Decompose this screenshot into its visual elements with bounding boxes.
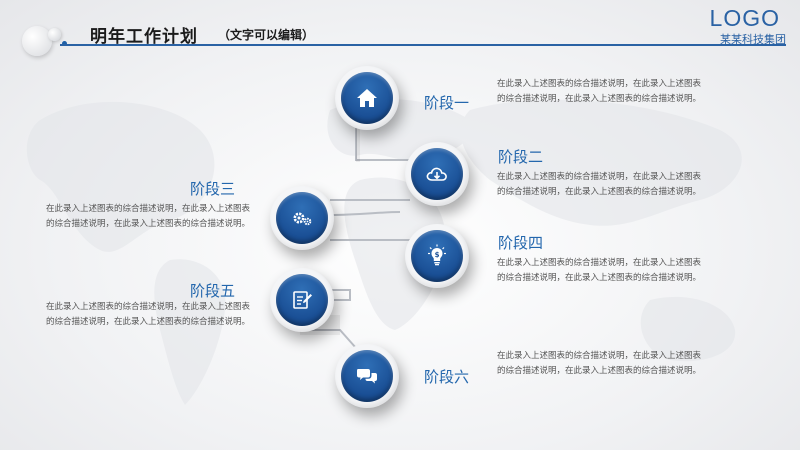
home-icon: [357, 89, 377, 107]
lightbulb-dollar-icon: $: [428, 244, 446, 266]
page-title: 明年工作计划: [90, 27, 198, 47]
stage-4-description: 在此录入上述图表的综合描述说明，在此录入上述图表的综合描述说明，在此录入上述图表…: [497, 258, 702, 283]
stage-2-node: [405, 142, 469, 206]
stage-6-node: [335, 344, 399, 408]
decorative-circle: [22, 26, 52, 56]
stage-2-label: 阶段二: [498, 148, 544, 166]
decorative-dot: [62, 41, 67, 46]
stage-4-node: $: [405, 224, 469, 288]
stage-5-description: 在此录入上述图表的综合描述说明，在此录入上述图表的综合描述说明，在此录入上述图表…: [45, 302, 250, 327]
stage-5-label: 阶段五: [190, 282, 236, 300]
stage-5-node: [270, 268, 334, 332]
chat-bubbles-icon: [357, 369, 377, 384]
edit-document-icon: [293, 291, 312, 309]
page-subtitle: （文字可以编辑）: [218, 28, 315, 42]
stage-4-label: 阶段四: [498, 234, 544, 252]
gears-icon: [293, 212, 312, 226]
stage-3-description: 在此录入上述图表的综合描述说明，在此录入上述图表的综合描述说明，在此录入上述图表…: [45, 204, 250, 229]
decorative-circle-small: [48, 28, 61, 41]
stage-3-node: [270, 186, 334, 250]
logo: LOGO: [709, 5, 780, 31]
stage-1-label: 阶段一: [424, 94, 470, 112]
header-divider: [60, 44, 786, 46]
stage-1-description: 在此录入上述图表的综合描述说明，在此录入上述图表的综合描述说明，在此录入上述图表…: [497, 79, 702, 104]
stage-1-node: [335, 66, 399, 130]
cloud-download-icon: [426, 167, 447, 181]
stage-2-description: 在此录入上述图表的综合描述说明，在此录入上述图表的综合描述说明，在此录入上述图表…: [497, 172, 702, 197]
stage-6-label: 阶段六: [424, 368, 470, 386]
svg-text:$: $: [435, 251, 440, 259]
stage-6-description: 在此录入上述图表的综合描述说明，在此录入上述图表的综合描述说明，在此录入上述图表…: [497, 351, 702, 376]
stage-3-label: 阶段三: [190, 180, 236, 198]
world-map-background: [26, 99, 742, 405]
company-name: 某某科技集团: [720, 33, 786, 46]
